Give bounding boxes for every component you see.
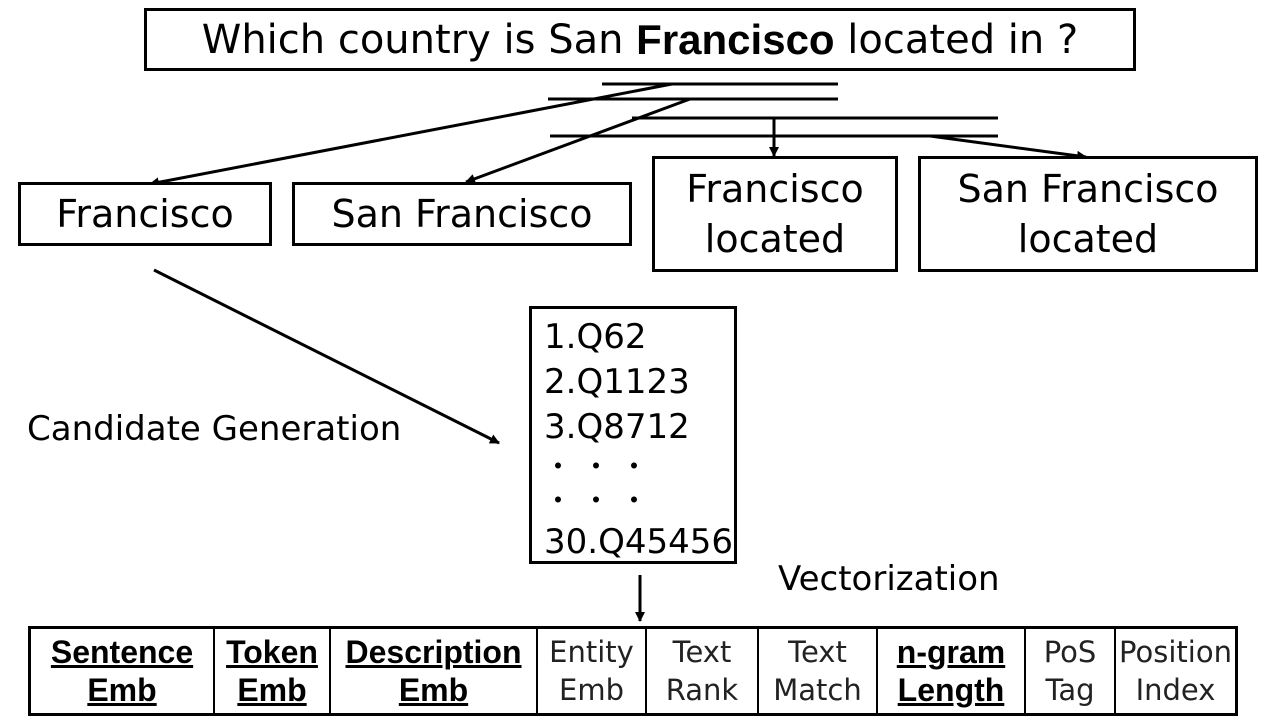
feature-cell-entity-emb: Entity Emb — [538, 629, 647, 713]
feature-line1: Text — [672, 635, 732, 669]
feature-line1: Entity — [549, 635, 634, 669]
feature-cell-position-index: Position Index — [1116, 629, 1235, 713]
feature-line1: Token — [226, 634, 318, 670]
ngram-box-san-francisco: San Francisco — [292, 182, 632, 246]
feature-line1: Description — [345, 634, 522, 670]
ngram-box-san-francisco-located: San Francisco located — [918, 156, 1258, 272]
feature-line2: Index — [1135, 673, 1216, 707]
question-box: Which country is San Francisco located i… — [144, 8, 1136, 71]
ngram-box-francisco-located: Francisco located — [652, 156, 898, 272]
feature-cell-description-emb: Description Emb — [331, 629, 538, 713]
feature-line1: Sentence — [50, 634, 194, 670]
arrow-to-san-francisco — [465, 97, 691, 184]
ngram-text: San Francisco — [957, 167, 1219, 211]
feature-line2: Emb — [237, 672, 307, 708]
feature-cell-token-emb: Token Emb — [215, 629, 331, 713]
feature-cell-text-match: Text Match — [759, 629, 878, 713]
candidate-list-box: 1.Q62 2.Q1123 3.Q8712 ・・・ ・・・ 30.Q45456 — [529, 306, 737, 564]
question-suffix: located in ? — [834, 16, 1079, 63]
candidate-ellipsis: ・・・ — [544, 484, 659, 517]
ngram-text: Francisco — [56, 192, 234, 236]
candidate-item: 3.Q8712 — [544, 407, 690, 447]
ngram-text: located — [704, 217, 846, 261]
arrow-to-san-francisco-located — [929, 134, 1087, 161]
arrow-to-francisco — [149, 82, 673, 188]
candidate-generation-label: Candidate Generation — [27, 409, 402, 449]
feature-line2: Length — [897, 672, 1005, 708]
vectorization-label: Vectorization — [778, 559, 1000, 599]
feature-cell-pos-tag: PoS Tag — [1026, 629, 1116, 713]
feature-line1: Position — [1119, 635, 1232, 669]
feature-line2: Emb — [398, 672, 469, 708]
ngram-box-francisco: Francisco — [18, 182, 272, 246]
question-prefix: Which country is San — [201, 16, 637, 63]
arrow-to-candidates — [153, 268, 500, 445]
feature-line2: Tag — [1045, 673, 1095, 707]
feature-table: Sentence Emb Token Emb Description Emb E… — [28, 626, 1238, 716]
candidate-item: 30.Q45456 — [544, 522, 733, 562]
feature-cell-text-rank: Text Rank — [647, 629, 759, 713]
ngram-text: Francisco — [686, 167, 864, 211]
feature-line1: Text — [788, 635, 847, 669]
candidate-item: 2.Q1123 — [544, 362, 690, 402]
ngram-text: located — [1017, 217, 1159, 261]
feature-line2: Emb — [559, 673, 624, 707]
feature-cell-ngram-length: n-gram Length — [878, 629, 1026, 713]
candidate-item: 1.Q62 — [544, 317, 647, 357]
feature-line1: PoS — [1043, 635, 1097, 669]
candidate-ellipsis: ・・・ — [544, 450, 659, 483]
feature-line1: n-gram — [896, 634, 1006, 670]
ngram-text: San Francisco — [331, 192, 593, 236]
feature-line2: Emb — [87, 672, 157, 708]
feature-cell-sentence-emb: Sentence Emb — [31, 629, 215, 713]
feature-line2: Match — [773, 673, 862, 707]
feature-line2: Rank — [665, 673, 739, 707]
question-highlight: Francisco — [636, 15, 835, 63]
